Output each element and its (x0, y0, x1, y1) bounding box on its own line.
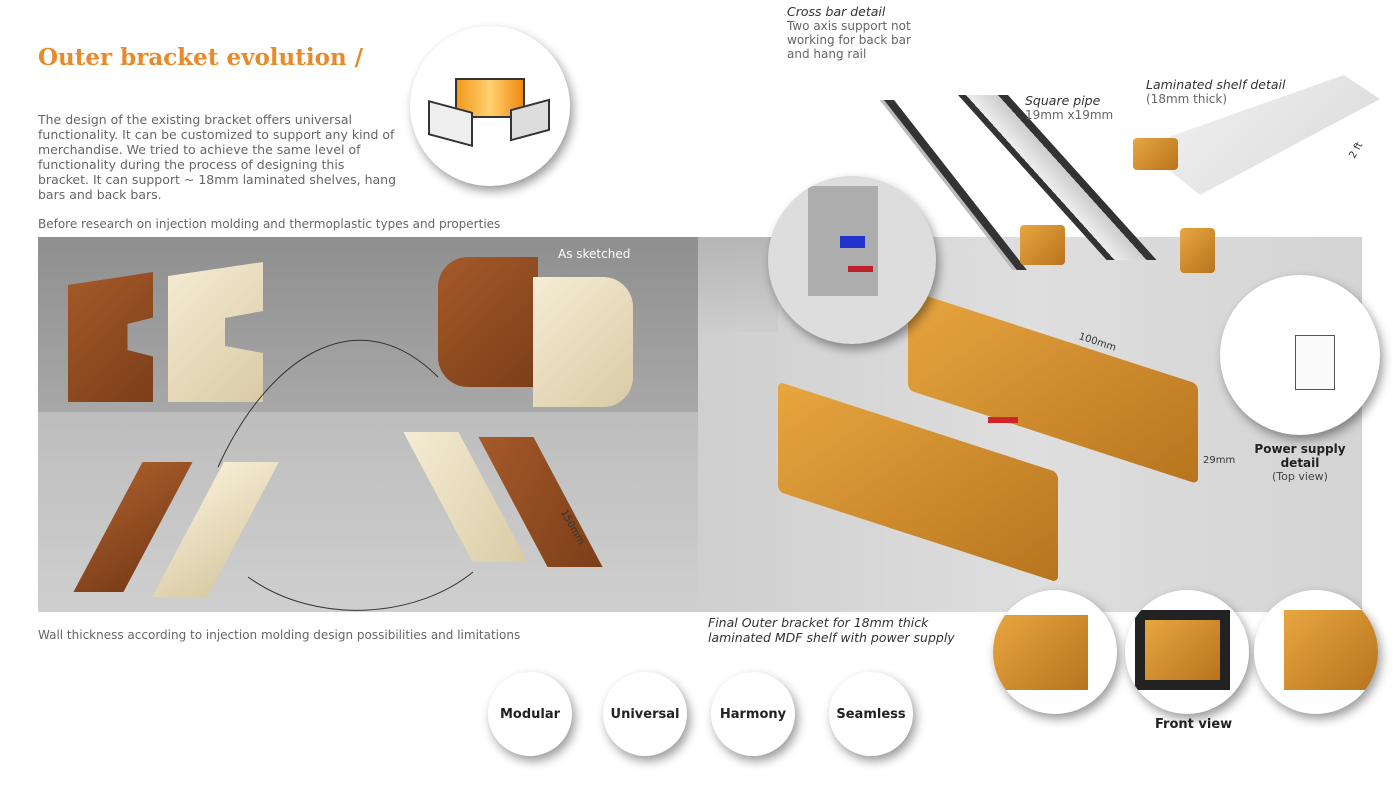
render-panel-wall: 150mm (38, 412, 698, 612)
cross-bar-title: Cross bar detail (787, 4, 886, 19)
square-pipe-label: Square pipe 19mm x19mm (1025, 93, 1113, 122)
render-panel-before: As sketched (38, 237, 698, 412)
sketch-circle (410, 26, 570, 186)
evolution-arrows (217, 339, 474, 611)
front-view-label: Front view (1155, 717, 1233, 732)
shelf-text: (18mm thick) (1146, 92, 1228, 106)
before-caption: Before research on injection molding and… (38, 217, 501, 231)
square-pipe-text: 19mm x19mm (1025, 108, 1114, 122)
as-sketched-label: As sketched (558, 247, 631, 261)
cross-bar-text: Two axis support not working for back ba… (787, 19, 911, 61)
dim-29: 29mm (1203, 455, 1236, 466)
bracket-render (1180, 228, 1215, 273)
power-title: Power supply detail (1254, 442, 1346, 470)
shelf-title: Laminated shelf detail (1146, 77, 1286, 92)
shelf-label: Laminated shelf detail (18mm thick) (1146, 77, 1285, 106)
feature-universal: Universal (603, 672, 687, 756)
page-title: Outer bracket evolution / (38, 44, 364, 71)
detail-zoom-circle (768, 176, 936, 344)
cross-bar-label: Cross bar detail Two axis support not wo… (787, 4, 927, 61)
intro-text: The design of the existing bracket offer… (38, 112, 397, 202)
front-view-circle-2 (1125, 590, 1249, 714)
front-view-circle-1 (993, 590, 1117, 714)
power-supply-circle (1220, 275, 1380, 435)
shelf-dim: 2 ft (1347, 140, 1366, 161)
final-caption: Final Outer bracket for 18mm thick lamin… (708, 615, 955, 645)
front-view-circle-3 (1254, 590, 1378, 714)
square-pipe-title: Square pipe (1025, 93, 1101, 108)
feature-seamless: Seamless (829, 672, 913, 756)
feature-modular: Modular (488, 672, 572, 756)
power-supply-label: Power supply detail (Top view) (1245, 442, 1355, 483)
bracket-render (1133, 138, 1178, 170)
bracket-render (1020, 225, 1065, 265)
feature-harmony: Harmony (711, 672, 795, 756)
power-sub: (Top view) (1272, 470, 1328, 483)
wall-caption: Wall thickness according to injection mo… (38, 628, 521, 642)
